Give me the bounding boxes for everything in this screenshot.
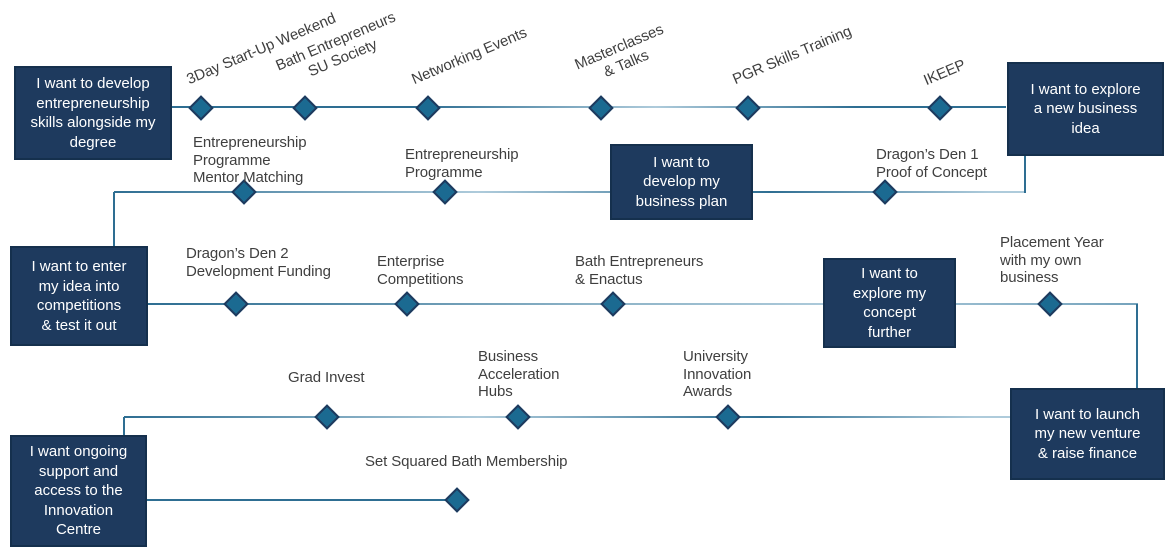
label-ikeep: IKEEP	[921, 56, 969, 90]
flow-line-stage3	[148, 303, 1138, 305]
goal-ongoing-support: I want ongoing support and access to the…	[10, 435, 147, 547]
label-networking-events: Networking Events	[409, 24, 530, 89]
milestone-enterprise-competitions	[394, 291, 420, 317]
milestone-dragons-den-2	[223, 291, 249, 317]
connector-stage4-to-ongoing-support	[123, 417, 125, 435]
milestone-placement-year	[1037, 291, 1063, 317]
flow-line-stage2	[114, 191, 1025, 193]
goal-launch-venture: I want to launch my new venture & raise …	[1010, 388, 1165, 480]
milestone-networking-events	[415, 95, 441, 121]
milestone-3day-startup-weekend	[188, 95, 214, 121]
label-grad-invest: Grad Invest	[288, 369, 365, 386]
milestone-entrepreneurship-programme	[432, 179, 458, 205]
goal-develop-business-plan: I want to develop my business plan	[610, 144, 753, 220]
milestone-bath-entrepreneurs-enactus	[600, 291, 626, 317]
flow-line-stage4	[124, 416, 1010, 418]
label-entrepreneurship-programme: Entrepreneurship Programme	[405, 146, 519, 181]
milestone-su-society	[292, 95, 318, 121]
label-placement-year: Placement Year with my own business	[1000, 234, 1104, 287]
connector-stage3-to-launch-venture	[1136, 304, 1138, 389]
label-dragons-den-1: Dragon’s Den 1 Proof of Concept	[876, 146, 987, 181]
label-enterprise-competitions: Enterprise Competitions	[377, 253, 464, 288]
milestone-set-squared	[444, 487, 470, 513]
flow-line-stage5	[147, 499, 458, 501]
label-set-squared: Set Squared Bath Membership	[365, 453, 568, 470]
label-business-acceleration-hubs: Business Acceleration Hubs	[478, 348, 560, 401]
label-mentor-matching: Entrepreneurship Programme Mentor Matchi…	[193, 134, 307, 187]
connector-stage2-to-enter-competitions	[113, 192, 115, 246]
label-university-innovation-awards: University Innovation Awards	[683, 348, 752, 401]
label-bath-entrepreneurs-enactus: Bath Entrepreneurs & Enactus	[575, 253, 704, 288]
connector-explore-idea-to-stage2	[1024, 156, 1026, 193]
milestone-ikeep	[927, 95, 953, 121]
milestone-masterclasses-talks	[588, 95, 614, 121]
milestone-grad-invest	[314, 404, 340, 430]
milestone-university-innovation-awards	[715, 404, 741, 430]
goal-enter-competitions: I want to enter my idea into competition…	[10, 246, 148, 346]
goal-explore-concept-further: I want to explore my concept further	[823, 258, 956, 348]
label-su-society: Bath Entrepreneurs SU Society	[273, 8, 399, 80]
goal-develop-skills: I want to develop entrepreneurship skill…	[14, 66, 172, 160]
milestone-pgr-skills-training	[735, 95, 761, 121]
label-dragons-den-2: Dragon’s Den 2 Development Funding	[186, 245, 331, 280]
milestone-dragons-den-1	[872, 179, 898, 205]
goal-explore-new-idea: I want to explore a new business idea	[1007, 62, 1164, 156]
milestone-business-acceleration-hubs	[505, 404, 531, 430]
label-masterclasses-talks: Masterclasses & Talks	[572, 20, 666, 81]
label-pgr-skills-training: PGR Skills Training	[730, 23, 854, 89]
